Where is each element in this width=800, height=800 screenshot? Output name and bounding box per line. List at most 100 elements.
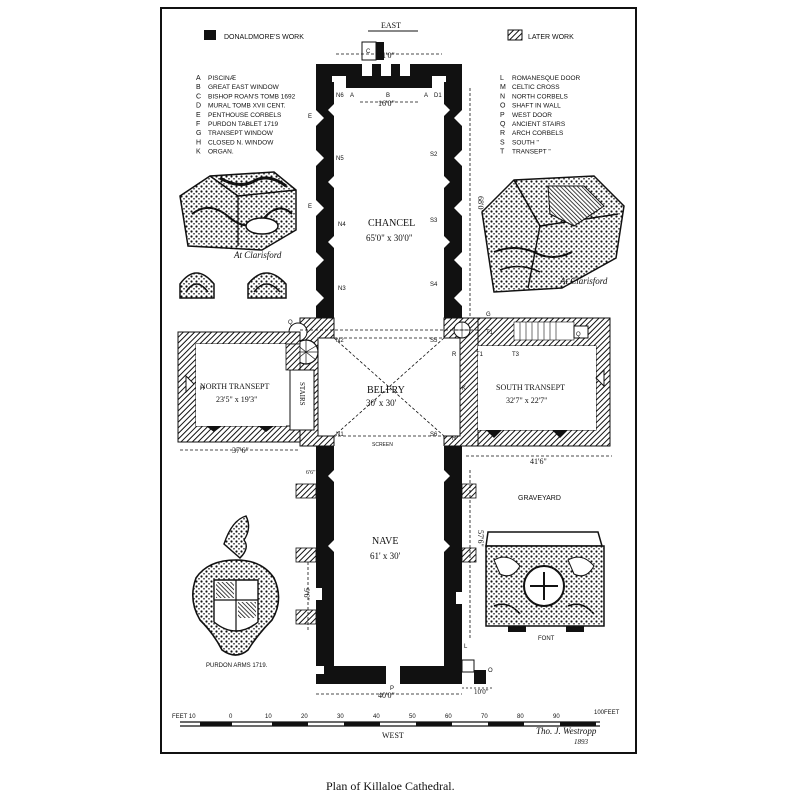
- key-letter: N: [500, 93, 505, 100]
- plan-letters: C N6 A B A D1 E N5 E N4 N3 S2 S3 S4 Q G …: [200, 49, 581, 692]
- scale-tick-label: 10: [265, 714, 272, 720]
- key-letter: Q: [500, 121, 506, 128]
- key-letter: R: [500, 130, 505, 137]
- legend-donaldmore: DONALDMORE'S WORK: [224, 34, 304, 41]
- key-text: GREAT EAST WINDOW: [208, 84, 280, 91]
- nave-label: NAVE: [372, 536, 398, 547]
- nave-north-wall: [316, 446, 334, 666]
- key-text: TRANSEPT WINDOW: [208, 130, 274, 137]
- belfry-label: BELFRY: [367, 385, 405, 396]
- scale-tick-label: 50: [409, 714, 416, 720]
- key-letter: C: [196, 93, 201, 100]
- scale-tick-label: 20: [301, 714, 308, 720]
- legend-later: LATER WORK: [528, 34, 574, 41]
- key-letter: L: [500, 75, 504, 82]
- clarisford-left-label: At Clarisford: [233, 250, 282, 260]
- letter-h: H: [200, 386, 204, 392]
- clarisford-stone-right: [481, 175, 625, 293]
- letter-p: P: [390, 686, 394, 692]
- letter-a2: A: [424, 93, 428, 99]
- key-letter: A: [196, 75, 201, 82]
- key-text: ANCIENT STAIRS: [512, 121, 566, 128]
- key-text: CELTIC CROSS: [512, 84, 560, 91]
- key-text: SHAFT IN WALL: [512, 103, 561, 110]
- letter-s4: S4: [430, 282, 438, 288]
- letter-b: B: [386, 93, 390, 99]
- north-transept-label: NORTH TRANSEPT: [200, 382, 269, 391]
- letter-k: K: [462, 386, 466, 392]
- letter-q1: Q: [288, 320, 293, 326]
- key-text: WEST DOOR: [512, 112, 552, 119]
- key-text: SOUTH ": [512, 139, 540, 146]
- screen-label: SCREEN: [372, 442, 393, 448]
- west-label: WEST: [382, 731, 404, 740]
- scale-tick-label: 60: [445, 714, 452, 720]
- scale-tick-label: 70: [481, 714, 488, 720]
- graveyard-label: GRAVEYARD: [518, 495, 561, 502]
- key-text: CLOSED N. WINDOW: [208, 139, 274, 146]
- letter-n4: N4: [338, 222, 346, 228]
- letter-a1: A: [350, 93, 354, 99]
- key-letter: S: [500, 139, 505, 146]
- letter-n2: N2: [336, 338, 344, 344]
- dim-nave-side: 9'6": [302, 588, 311, 601]
- key-letter: O: [500, 103, 506, 110]
- font-sketch: [485, 531, 605, 632]
- signature: Tho. J. Westropp: [536, 726, 597, 736]
- belfry-dim: 30' x 30': [366, 398, 397, 408]
- letter-n5: N5: [336, 156, 344, 162]
- key-letter: B: [196, 84, 201, 91]
- stairs-label: STAIRS: [298, 382, 306, 406]
- chancel-dim: 65'0" x 30'0": [366, 233, 413, 243]
- dim-north-span: 37'6": [232, 446, 249, 455]
- south-transept-label: SOUTH TRANSEPT: [496, 383, 565, 392]
- key-letter: K: [196, 149, 201, 156]
- letter-s6: S6: [430, 432, 438, 438]
- purdon-arms-sketch: [192, 515, 280, 656]
- scale-feet-right: 100FEET: [594, 710, 620, 716]
- key-text: ORGAN.: [208, 149, 234, 156]
- letter-n3: N3: [338, 286, 346, 292]
- letter-o: O: [488, 668, 493, 674]
- purdon-arms-label: PURDON ARMS 1719.: [206, 663, 268, 669]
- scale-feet-left: FEET 10: [172, 714, 196, 720]
- east-label: EAST: [381, 21, 401, 30]
- dim-small: 6'6": [306, 470, 316, 476]
- dim-west-width: 40'0": [378, 691, 395, 700]
- letter-s5: S5: [430, 338, 438, 344]
- nave-south-wall: [444, 446, 462, 666]
- scale-tick-label: 90: [553, 714, 560, 720]
- dim-chancel-length: 68'0": [476, 196, 485, 213]
- key-text: PISCINÆ: [208, 75, 237, 82]
- nave-dim: 61' x 30': [370, 551, 401, 561]
- stairs-block: [289, 369, 315, 431]
- dim-west-proj: 10'0": [474, 688, 489, 696]
- letter-r1: R: [452, 352, 457, 358]
- scale-tick-label: 80: [517, 714, 524, 720]
- letter-t1: T1: [486, 330, 494, 336]
- key-text: ARCH CORBELS: [512, 130, 564, 137]
- key-text: TRANSEPT ": [512, 149, 551, 156]
- letter-d1: D1: [434, 93, 442, 99]
- letter-e: E: [308, 114, 312, 120]
- letter-n1: N1: [336, 432, 344, 438]
- dim-nave-length: 57'6": [476, 530, 485, 547]
- letter-q2: Q: [576, 332, 581, 338]
- scale-bar: [180, 721, 600, 727]
- key-text: PENTHOUSE CORBELS: [208, 112, 282, 119]
- key-text: PURDON TABLET 1719: [208, 121, 278, 128]
- key-text: MURAL TOMB XVII CENT.: [208, 103, 286, 110]
- dim-east-width: 41'0": [378, 51, 395, 60]
- north-transept-dim: 23'5" x 19'3": [216, 395, 257, 404]
- letter-l: L: [464, 644, 468, 650]
- key-letter: F: [196, 121, 200, 128]
- letter-e2: E: [308, 204, 312, 210]
- caption: Plan of Killaloe Cathedral.: [326, 779, 455, 793]
- dim-chancel-inner: 16'0": [378, 99, 395, 108]
- letter-g: G: [486, 312, 491, 318]
